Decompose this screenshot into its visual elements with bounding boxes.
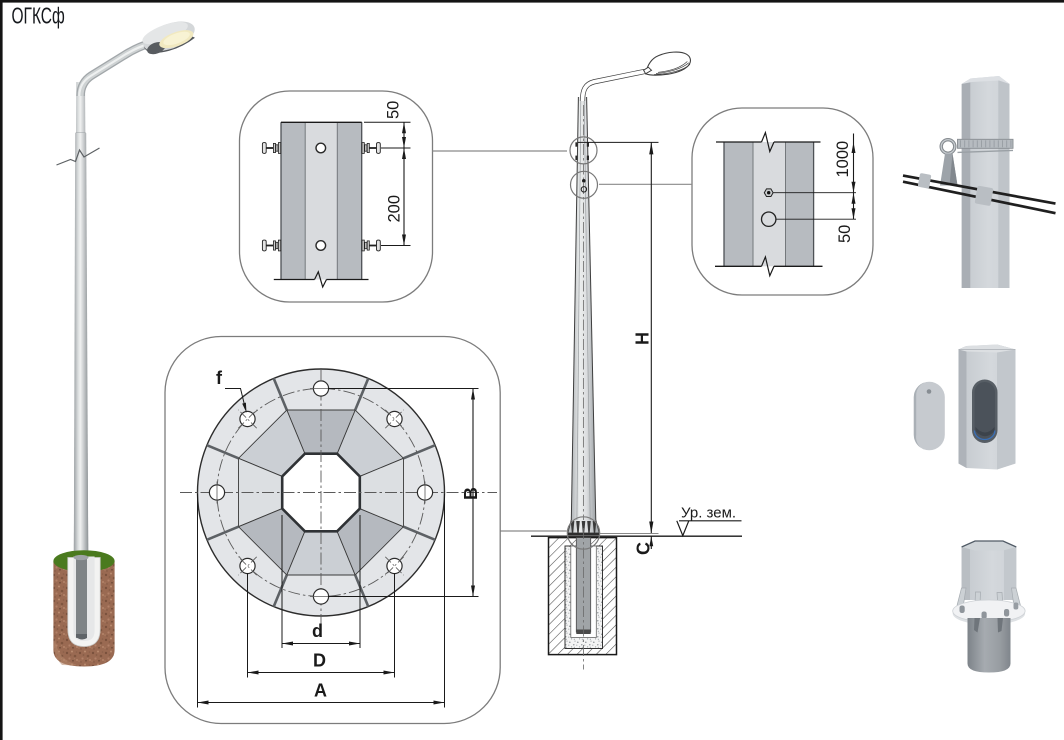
svg-text:200: 200 (386, 195, 404, 223)
svg-text:C: C (634, 542, 654, 555)
svg-text:50: 50 (836, 225, 854, 243)
svg-text:1000: 1000 (834, 141, 852, 178)
svg-text:H: H (633, 332, 653, 345)
svg-text:A: A (314, 681, 327, 701)
svg-text:Ур. зем.: Ур. зем. (681, 505, 736, 522)
svg-text:d: d (312, 621, 323, 641)
svg-text:f: f (216, 368, 223, 388)
svg-text:50: 50 (385, 101, 403, 119)
svg-text:D: D (313, 651, 326, 671)
svg-text:ОГКСф: ОГКСф (12, 3, 65, 29)
svg-text:B: B (461, 487, 481, 500)
